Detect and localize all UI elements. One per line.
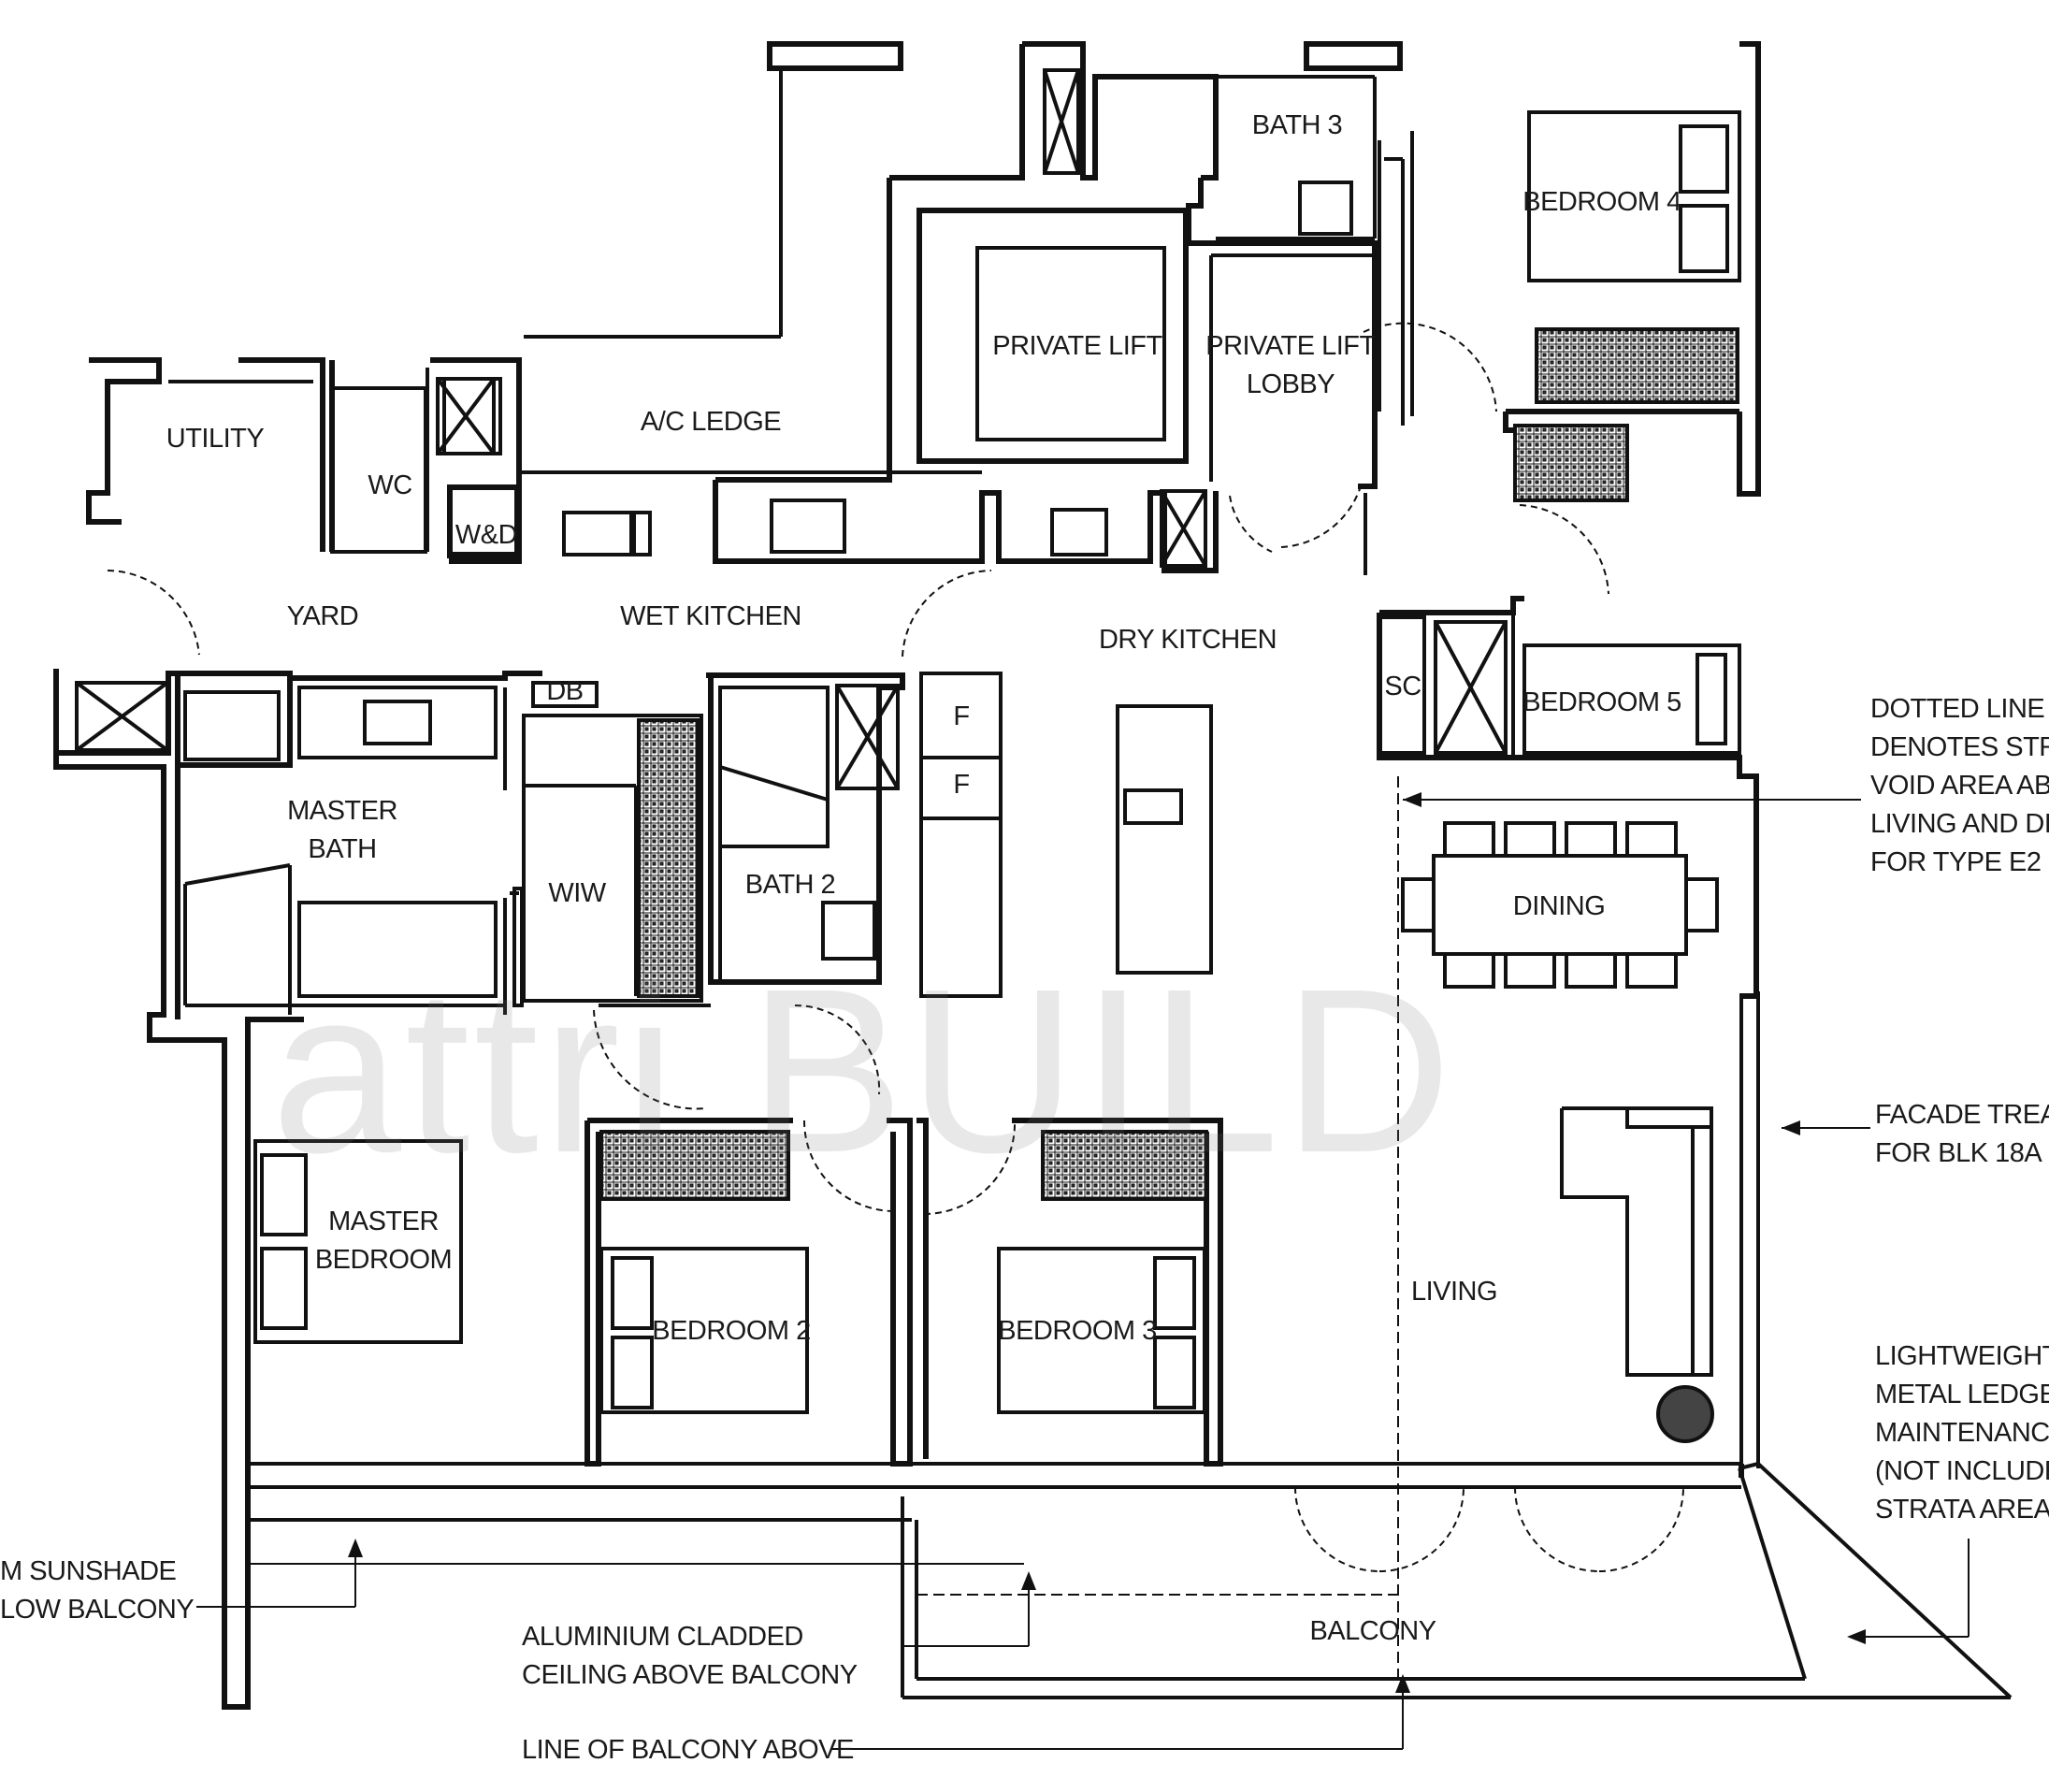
room-label-balcony: BALCONY (1309, 1616, 1436, 1646)
note-line-of-balcony: LINE OF BALCONY ABOVE (522, 1735, 854, 1765)
interior-walls (75, 68, 2013, 1699)
room-label-wiw: WIW (548, 878, 606, 908)
note-sunshade: M SUNSHADE LOW BALCONY (0, 1556, 195, 1625)
room-label-master-bedroom: MASTER BEDROOM (314, 1207, 453, 1275)
room-label-fridge-2: F (953, 770, 970, 800)
dotted-lines (916, 776, 1399, 1679)
room-label-bath2: BATH 2 (744, 870, 836, 900)
note-aluminium-ceiling: ALUMINIUM CLADDED CEILING ABOVE BALCONY (522, 1622, 858, 1690)
room-label-bedroom4: BEDROOM 4 (1522, 187, 1681, 217)
room-label-sc: SC (1384, 672, 1421, 701)
leader-arrowheads (348, 792, 1866, 1693)
room-label-utility: UTILITY (166, 424, 265, 454)
room-label-living: LIVING (1410, 1277, 1498, 1307)
note-dotted-line: DOTTED LINE DENOTES STRA VOID AREA ABO L… (1870, 694, 2049, 877)
room-label-wc: WC (368, 470, 412, 500)
note-facade-treatment: FACADE TREAT FOR BLK 18A (1875, 1100, 2049, 1168)
room-label-private-lift: PRIVATE LIFT (992, 331, 1162, 361)
room-label-wd: W&D (455, 520, 518, 550)
room-label-private-lift-lobby: PRIVATE LIFT LOBBY (1205, 331, 1376, 399)
room-label-master-bath: MASTER BATH (287, 796, 397, 864)
room-label-bath3: BATH 3 (1251, 110, 1343, 140)
room-label-bedroom2: BEDROOM 2 (652, 1316, 811, 1346)
watermark-text: attri BUILD (271, 940, 1456, 1201)
room-label-dining: DINING (1512, 891, 1606, 921)
exterior-walls (53, 41, 1761, 1710)
room-label-dry-kitchen: DRY KITCHEN (1098, 625, 1277, 655)
room-label-wet-kitchen: WET KITCHEN (620, 601, 801, 631)
room-label-db: DB (546, 676, 584, 706)
leader-lines (196, 799, 1970, 1750)
room-label-bedroom5: BEDROOM 5 (1522, 687, 1681, 717)
room-label-fridge-1: F (953, 701, 970, 731)
room-label-bedroom3: BEDROOM 3 (998, 1316, 1157, 1346)
room-label-yard: YARD (286, 601, 359, 631)
note-lightweight-ledge: LIGHTWEIGHT METAL LEDGE F MAINTENANCE (N… (1875, 1341, 2049, 1525)
door-swings (107, 322, 1684, 1572)
room-label-ac-ledge: A/C LEDGE (640, 407, 782, 437)
